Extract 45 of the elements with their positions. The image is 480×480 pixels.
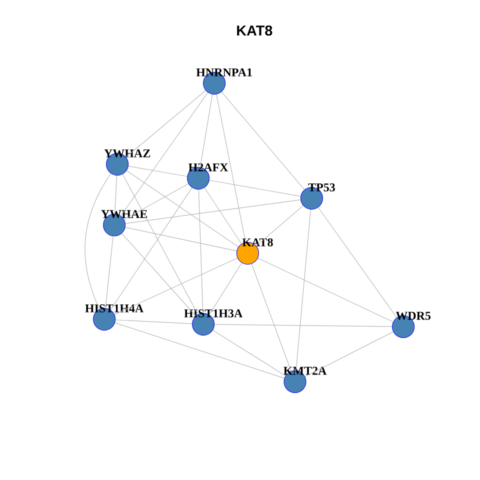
connector-line [120, 92, 208, 216]
connector-line [126, 90, 206, 158]
connector-line [221, 92, 305, 190]
connector-line [212, 330, 286, 376]
node-label: HNRNPA1 [196, 68, 252, 76]
gene-node: YWHAZ [104, 149, 150, 176]
connector-line [110, 187, 192, 310]
connector-line [208, 262, 242, 316]
connector-line [105, 236, 114, 308]
connector-line [128, 166, 188, 177]
connector-line [114, 322, 285, 378]
connector-line [318, 207, 398, 318]
connector-line [214, 324, 392, 327]
connector-line [198, 189, 204, 314]
connector-line [125, 200, 301, 224]
connector-line [122, 174, 198, 315]
node-label: HIST1H3A [184, 309, 243, 318]
gene-node: HIST1H3A [184, 309, 243, 336]
connector-line [204, 187, 242, 244]
connector-line [304, 332, 394, 377]
node-label: HIST1H4A [85, 304, 144, 312]
connector-line [122, 233, 196, 316]
connector-line [209, 180, 301, 197]
connector-line [256, 205, 304, 246]
connector-line [124, 183, 189, 220]
gene-node: HIST1H4A [85, 304, 144, 331]
gene-node: HNRNPA1 [196, 68, 252, 95]
gene-node: WDR5 [392, 312, 431, 338]
connector-line [114, 258, 238, 315]
connector-line [114, 175, 118, 214]
gene-node: TP53 [300, 183, 335, 210]
connector-line [125, 227, 237, 252]
gene-node: KMT2A [284, 366, 327, 393]
connector-line [258, 258, 394, 322]
gene-node: KAT8 [236, 238, 273, 265]
connector-line [115, 320, 192, 324]
connector-line [251, 264, 292, 372]
connector-line [296, 209, 311, 371]
connector-line [200, 94, 213, 168]
connector-line [126, 170, 239, 248]
connector-line [216, 94, 246, 243]
gene-node: YWHAE [101, 210, 148, 236]
title: KAT8 [237, 25, 272, 36]
gene-node: H2AFX [187, 163, 228, 190]
connector-line [84, 173, 112, 310]
